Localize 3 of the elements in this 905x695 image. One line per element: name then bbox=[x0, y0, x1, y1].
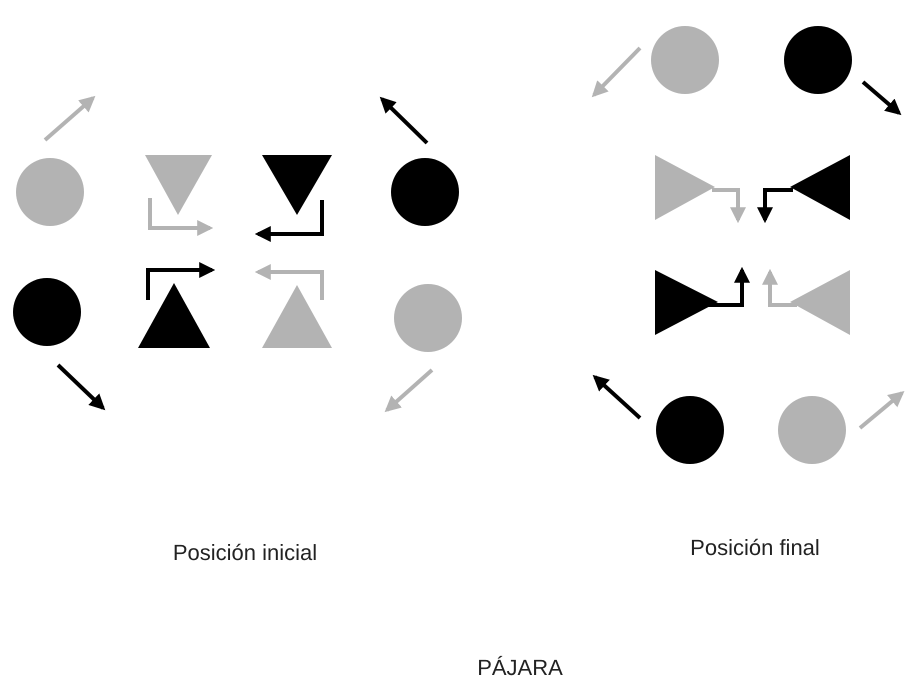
figure-caption: PÁJARA bbox=[477, 655, 563, 681]
panel-label: Posición inicial bbox=[172, 540, 318, 566]
panel-label: Posición final bbox=[690, 535, 820, 561]
